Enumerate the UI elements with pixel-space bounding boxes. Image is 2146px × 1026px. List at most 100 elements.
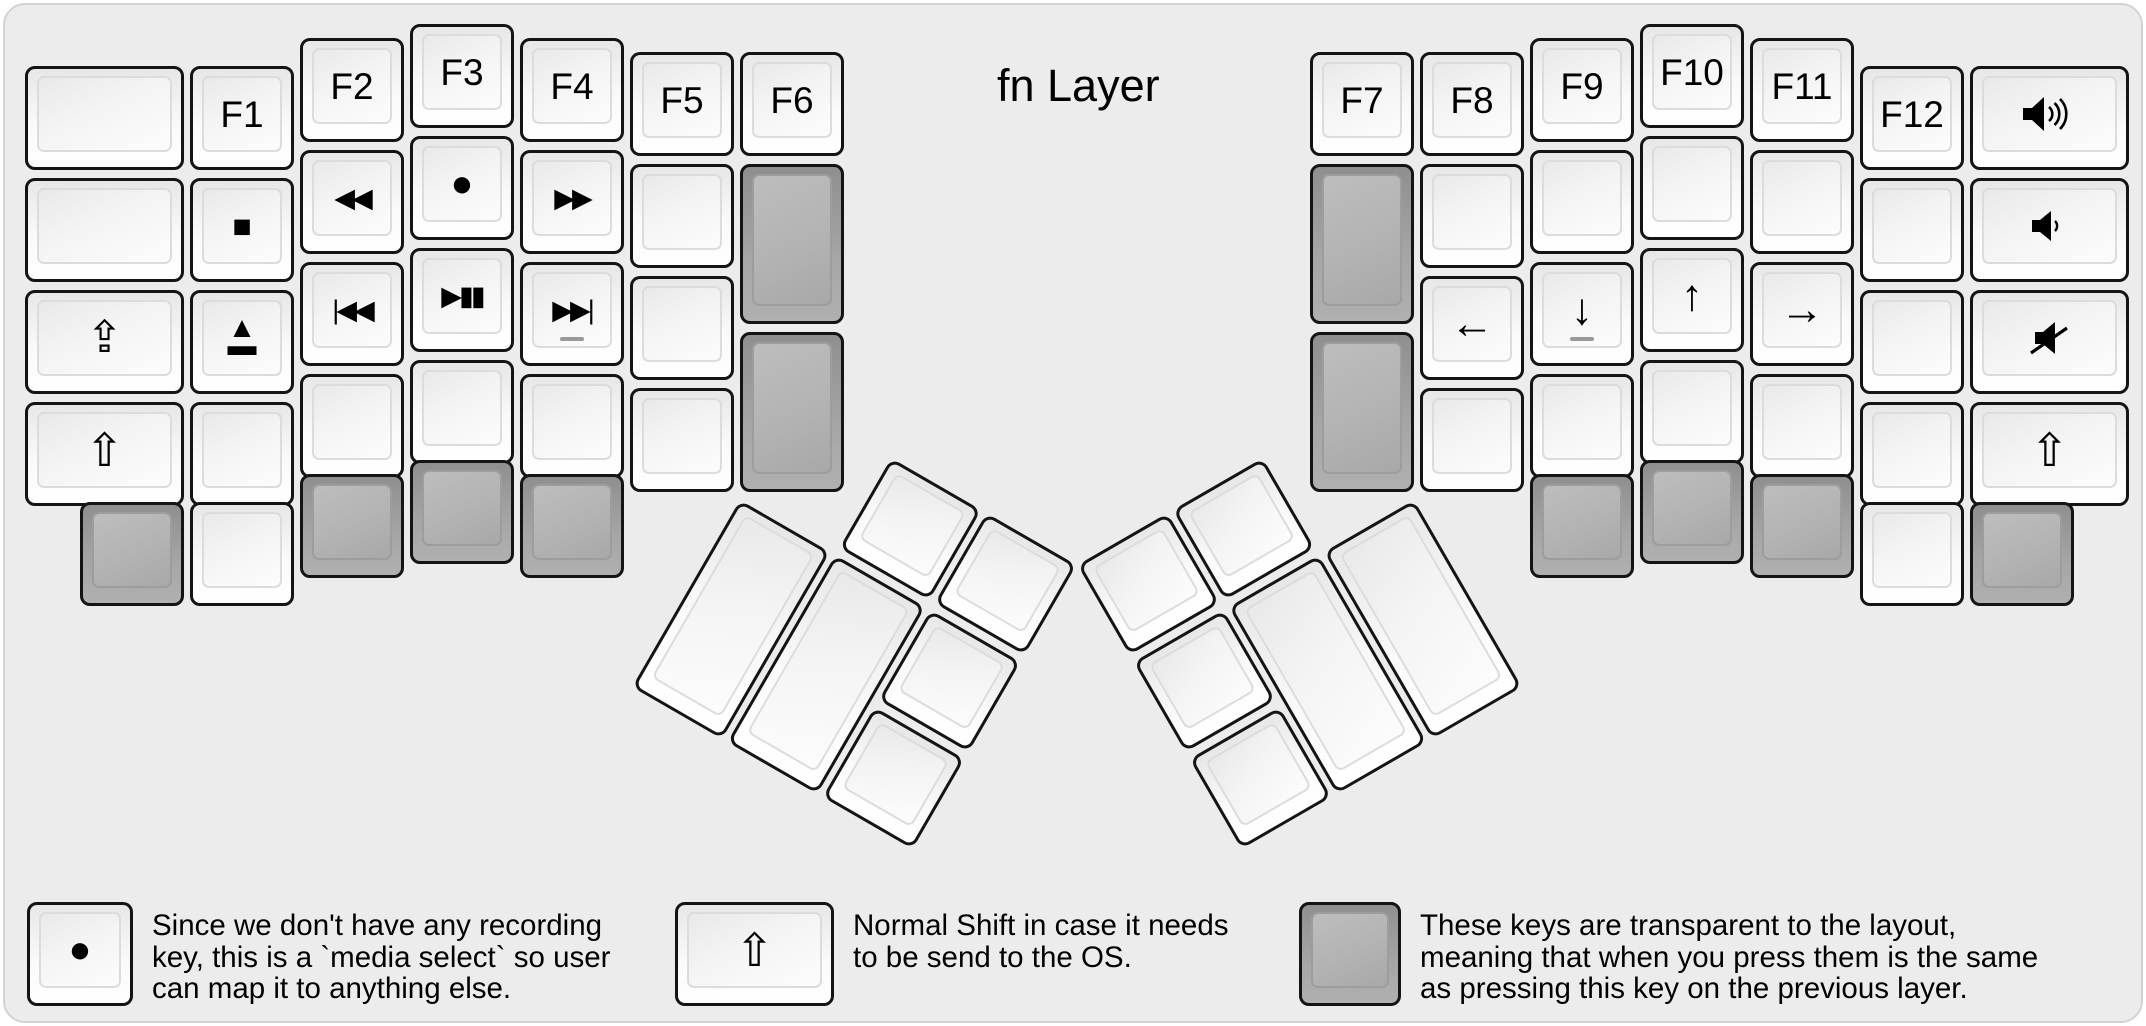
key-play-pause[interactable]: ▶▮▮ — [410, 248, 514, 352]
legend-key-record[interactable]: ● — [27, 902, 133, 1006]
key-eject[interactable]: ▲ ▬ — [190, 290, 294, 394]
key-transparent-r-bottom-5[interactable] — [1970, 502, 2074, 606]
key-f10[interactable]: F10 — [1640, 24, 1744, 128]
key-fast-forward-top: ▶▶ — [532, 160, 612, 236]
key-volume-up[interactable] — [1970, 66, 2129, 170]
key-blank-r-c6-r2-top — [1872, 188, 1952, 264]
key-blank-l-c3-r4[interactable] — [300, 374, 404, 478]
key-blank-l-c4-r4[interactable] — [410, 360, 514, 464]
key-blank-r-c4-r2[interactable] — [1640, 136, 1744, 240]
key-arrow-down[interactable]: ↓ — [1530, 262, 1634, 366]
key-blank-l-c5-r4[interactable] — [520, 374, 624, 478]
key-blank-l-c6-r4[interactable] — [630, 388, 734, 492]
key-mute[interactable] — [1970, 290, 2129, 394]
legend-key-shift[interactable]: ⇧ — [675, 902, 834, 1006]
key-blank-l-c1-r1-top — [37, 76, 172, 152]
key-f9[interactable]: F9 — [1530, 38, 1634, 142]
key-transparent-r-bottom-2[interactable] — [1640, 460, 1744, 564]
key-blank-l-bottom-2-top — [202, 512, 282, 588]
key-transparent-l-bottom-1[interactable] — [80, 502, 184, 606]
key-shift-left-top: ⇧ — [37, 412, 172, 488]
key-transparent-l-inner-1[interactable] — [740, 164, 844, 324]
legend-text-3-line-1: These keys are transparent to the layout… — [1420, 909, 1957, 942]
key-volume-down[interactable] — [1970, 178, 2129, 282]
key-arrow-right-label: → — [1780, 285, 1824, 334]
key-blank-r-c5-r2[interactable] — [1750, 150, 1854, 254]
key-f4[interactable]: F4 — [520, 38, 624, 142]
key-blank-r-c2-r4-top — [1432, 398, 1512, 474]
key-blank-r-c3-r4-top — [1542, 384, 1622, 460]
key-eject-top: ▲ ▬ — [202, 300, 282, 376]
key-thumb-l-6-top — [841, 721, 950, 828]
key-blank-r-c6-r4[interactable] — [1860, 402, 1964, 506]
legend-key-shift-top: ⇧ — [687, 912, 822, 988]
key-prev-track[interactable]: |◀◀ — [300, 262, 404, 366]
key-fast-forward[interactable]: ▶▶ — [520, 150, 624, 254]
key-blank-r-c6-r3[interactable] — [1860, 290, 1964, 394]
key-blank-r-c5-r4[interactable] — [1750, 374, 1854, 478]
key-arrow-right[interactable]: → — [1750, 262, 1854, 366]
key-blank-r-c2-r2[interactable] — [1420, 164, 1524, 268]
key-f3[interactable]: F3 — [410, 24, 514, 128]
key-f9-top: F9 — [1542, 48, 1622, 124]
legend-key-transparent[interactable] — [1299, 902, 1401, 1006]
key-blank-l-c6-r3[interactable] — [630, 276, 734, 380]
key-shift-left[interactable]: ⇧ — [25, 402, 184, 506]
key-blank-l-c2-r4[interactable] — [190, 402, 294, 506]
key-play-pause-label: ▶▮▮ — [441, 280, 486, 311]
key-blank-r-c4-r4[interactable] — [1640, 360, 1744, 464]
key-arrow-up-top: ↑ — [1652, 258, 1732, 334]
key-f5[interactable]: F5 — [630, 52, 734, 156]
key-transparent-l-bottom-4[interactable] — [410, 460, 514, 564]
key-blank-r-c3-r2-top — [1542, 160, 1622, 236]
key-f6-top: F6 — [752, 62, 832, 138]
key-rewind[interactable]: ◀◀ — [300, 150, 404, 254]
key-shift-right-top: ⇧ — [1982, 412, 2117, 488]
key-transparent-r-inner-1-top — [1322, 174, 1402, 306]
key-transparent-r-bottom-3[interactable] — [1750, 474, 1854, 578]
key-stop-top: ■ — [202, 188, 282, 264]
key-blank-l-bottom-2[interactable] — [190, 502, 294, 606]
key-f12[interactable]: F12 — [1860, 66, 1964, 170]
key-f2[interactable]: F2 — [300, 38, 404, 142]
key-blank-r-bottom-4[interactable] — [1860, 502, 1964, 606]
key-f1[interactable]: F1 — [190, 66, 294, 170]
key-f3-label: F3 — [440, 51, 484, 93]
key-blank-l-c1-r1[interactable] — [25, 66, 184, 170]
key-blank-r-c2-r4[interactable] — [1420, 388, 1524, 492]
key-arrow-up[interactable]: ↑ — [1640, 248, 1744, 352]
key-record[interactable]: ● — [410, 136, 514, 240]
key-f5-label: F5 — [660, 79, 704, 121]
key-rewind-label: ◀◀ — [334, 182, 372, 213]
key-next-track[interactable]: ▶▶| — [520, 262, 624, 366]
key-shift-right[interactable]: ⇧ — [1970, 402, 2129, 506]
key-transparent-l-bottom-3[interactable] — [300, 474, 404, 578]
legend-key-record-top: ● — [39, 912, 121, 988]
key-transparent-l-inner-2[interactable] — [740, 332, 844, 492]
key-transparent-r-inner-2[interactable] — [1310, 332, 1414, 492]
key-transparent-r-inner-1[interactable] — [1310, 164, 1414, 324]
key-f8[interactable]: F8 — [1420, 52, 1524, 156]
key-blank-r-c6-r2[interactable] — [1860, 178, 1964, 282]
key-blank-l-c6-r2[interactable] — [630, 164, 734, 268]
key-caps-lock[interactable]: ⇪ — [25, 290, 184, 394]
key-thumb-r-1-top — [1188, 472, 1296, 579]
key-arrow-left[interactable]: ← — [1420, 276, 1524, 380]
key-transparent-l-bottom-5[interactable] — [520, 474, 624, 578]
key-blank-r-c4-r2-top — [1652, 146, 1732, 222]
key-f5-top: F5 — [642, 62, 722, 138]
key-f6[interactable]: F6 — [740, 52, 844, 156]
key-blank-l-c5-r4-top — [532, 384, 612, 460]
key-stop[interactable]: ■ — [190, 178, 294, 282]
key-f7[interactable]: F7 — [1310, 52, 1414, 156]
key-f8-label: F8 — [1450, 79, 1494, 121]
key-blank-r-c3-r2[interactable] — [1530, 150, 1634, 254]
key-transparent-r-bottom-1[interactable] — [1530, 474, 1634, 578]
key-blank-r-c3-r4[interactable] — [1530, 374, 1634, 478]
key-blank-l-c6-r4-top — [642, 398, 722, 474]
key-blank-l-c1-r2[interactable] — [25, 178, 184, 282]
key-f11[interactable]: F11 — [1750, 38, 1854, 142]
key-f12-label: F12 — [1880, 93, 1944, 135]
